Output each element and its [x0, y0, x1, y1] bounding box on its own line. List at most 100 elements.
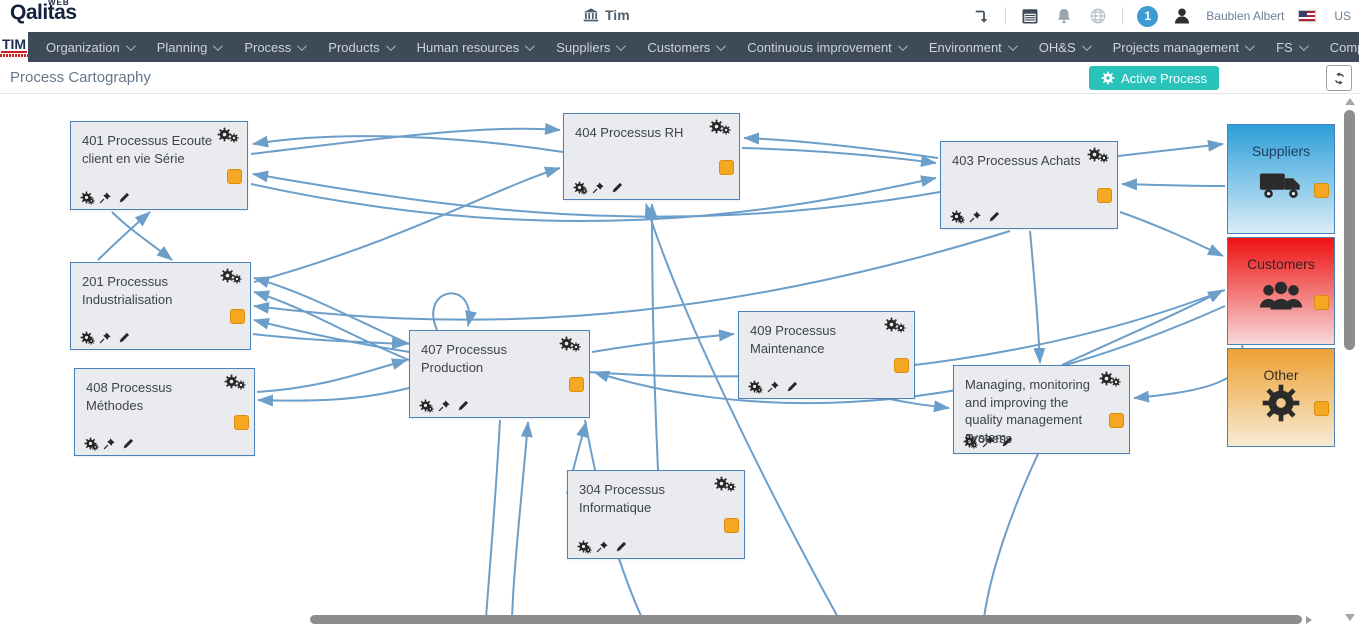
lane-suppliers[interactable]: Suppliers — [1227, 124, 1335, 234]
gear-icon[interactable] — [577, 539, 591, 553]
scroll-right-arrow[interactable] — [1306, 616, 1312, 624]
refresh-button[interactable] — [1326, 65, 1352, 91]
settings-gears-icon[interactable] — [217, 125, 243, 147]
gear-icon[interactable] — [80, 330, 94, 344]
process-node-404[interactable]: 404 Processus RH — [563, 113, 740, 200]
settings-gears-icon[interactable] — [224, 372, 250, 394]
settings-gears-icon[interactable] — [559, 334, 585, 356]
node-actions — [419, 397, 471, 412]
scroll-up-arrow[interactable] — [1345, 98, 1355, 105]
divider — [1122, 7, 1124, 25]
user-name[interactable]: Baubien Albert — [1206, 9, 1285, 23]
settings-gears-icon[interactable] — [884, 315, 910, 337]
process-node-401[interactable]: 401 Processus Ecoute client en vie Série — [70, 121, 248, 210]
connection-handle[interactable] — [724, 517, 739, 533]
process-node-409[interactable]: 409 Processus Maintenance — [738, 311, 915, 399]
process-node-407[interactable]: 407 Processus Production — [409, 330, 590, 418]
process-node-403[interactable]: 403 Processus Achats — [940, 141, 1118, 229]
pin-icon[interactable] — [99, 330, 113, 344]
connection-handle[interactable] — [230, 309, 245, 325]
vertical-scroll-thumb[interactable] — [1344, 110, 1355, 350]
gear-icon[interactable] — [950, 209, 964, 223]
pin-icon[interactable] — [767, 379, 781, 393]
pin-icon[interactable] — [969, 209, 983, 223]
pin-icon[interactable] — [596, 539, 610, 553]
process-node-mgmt[interactable]: Managing, monitoring and improving the q… — [953, 365, 1130, 454]
settings-gears-icon[interactable] — [1099, 369, 1125, 391]
tim-brand-logo[interactable]: TIM — [0, 32, 28, 62]
app-logo-text: Qalitas — [10, 1, 77, 24]
nav-item-customers[interactable]: Customers — [635, 32, 735, 62]
company-selector[interactable]: Tim — [583, 7, 630, 23]
header-actions: 1 Baubien Albert US — [971, 0, 1351, 32]
locale-label[interactable]: US — [1334, 9, 1351, 23]
pencil-icon[interactable] — [457, 398, 471, 412]
app-logo[interactable]: Qalitas WEB — [10, 0, 77, 24]
pencil-icon[interactable] — [122, 436, 136, 450]
connection-handle[interactable] — [569, 377, 584, 393]
nav-item-fs[interactable]: FS — [1264, 32, 1318, 62]
lane-other[interactable]: Other — [1227, 348, 1335, 447]
nav-item-products[interactable]: Products — [316, 32, 404, 62]
process-node-408[interactable]: 408 Processus Méthodes — [74, 368, 255, 456]
pencil-icon[interactable] — [786, 379, 800, 393]
gear-icon[interactable] — [748, 379, 762, 393]
nav-item-organization[interactable]: Organization — [34, 32, 145, 62]
nav-item-process[interactable]: Process — [232, 32, 316, 62]
pin-icon[interactable] — [592, 180, 606, 194]
chevron-down-icon — [385, 40, 396, 51]
lane-customers[interactable]: Customers — [1227, 237, 1335, 345]
nav-item-projects-management[interactable]: Projects management — [1101, 32, 1264, 62]
notification-badge[interactable]: 1 — [1137, 5, 1159, 27]
calendar-icon[interactable] — [1020, 6, 1040, 26]
nav-item-complementary-modules[interactable]: Complementary modules — [1318, 32, 1359, 62]
nav-item-continuous-improvement[interactable]: Continuous improvement — [735, 32, 917, 62]
pencil-icon[interactable] — [988, 209, 1002, 223]
connection-handle[interactable] — [894, 358, 909, 374]
settings-gears-icon[interactable] — [220, 266, 246, 288]
horizontal-scroll-thumb[interactable] — [310, 615, 1302, 624]
nav-item-oh-s[interactable]: OH&S — [1027, 32, 1101, 62]
us-flag-icon[interactable] — [1298, 10, 1317, 22]
pin-icon[interactable] — [99, 190, 113, 204]
user-avatar-icon[interactable] — [1172, 6, 1192, 26]
nav-item-planning[interactable]: Planning — [145, 32, 233, 62]
process-node-304[interactable]: 304 Processus Informatique — [567, 470, 745, 559]
gear-icon[interactable] — [573, 180, 587, 194]
scroll-down-arrow[interactable] — [1345, 614, 1355, 621]
connection-handle[interactable] — [1314, 183, 1329, 199]
pencil-icon[interactable] — [611, 180, 625, 194]
pencil-icon[interactable] — [615, 539, 629, 553]
settings-gears-icon[interactable] — [714, 474, 740, 496]
nav-item-suppliers[interactable]: Suppliers — [544, 32, 635, 62]
connection-handle[interactable] — [719, 159, 734, 175]
pin-icon[interactable] — [982, 434, 996, 448]
gear-icon[interactable] — [963, 434, 977, 448]
connection-handle[interactable] — [1314, 295, 1329, 311]
gear-icon[interactable] — [80, 190, 94, 204]
nav-item-environment[interactable]: Environment — [917, 32, 1027, 62]
pencil-icon[interactable] — [1001, 434, 1015, 448]
settings-gears-icon[interactable] — [709, 117, 735, 139]
return-arrow-icon[interactable] — [971, 6, 991, 26]
pencil-icon[interactable] — [118, 190, 132, 204]
page-title: Process Cartography — [10, 69, 151, 86]
process-node-201[interactable]: 201 Processus Industrialisation — [70, 262, 251, 350]
active-process-button[interactable]: Active Process — [1089, 66, 1219, 90]
connection-handle[interactable] — [1314, 401, 1329, 417]
chevron-down-icon — [1007, 40, 1018, 51]
connection-handle[interactable] — [1109, 412, 1124, 428]
connection-handle[interactable] — [227, 168, 242, 184]
pencil-icon[interactable] — [118, 330, 132, 344]
settings-gears-icon[interactable] — [1087, 145, 1113, 167]
nav-item-human-resources[interactable]: Human resources — [405, 32, 545, 62]
globe-icon[interactable] — [1088, 6, 1108, 26]
gear-icon[interactable] — [419, 398, 433, 412]
connection-handle[interactable] — [1097, 188, 1112, 204]
pin-icon[interactable] — [438, 398, 452, 412]
process-cartography-canvas[interactable]: 401 Processus Ecoute client en vie Série… — [0, 94, 1359, 633]
connection-handle[interactable] — [234, 415, 249, 431]
pin-icon[interactable] — [103, 436, 117, 450]
gear-icon[interactable] — [84, 436, 98, 450]
bell-icon[interactable] — [1054, 6, 1074, 26]
